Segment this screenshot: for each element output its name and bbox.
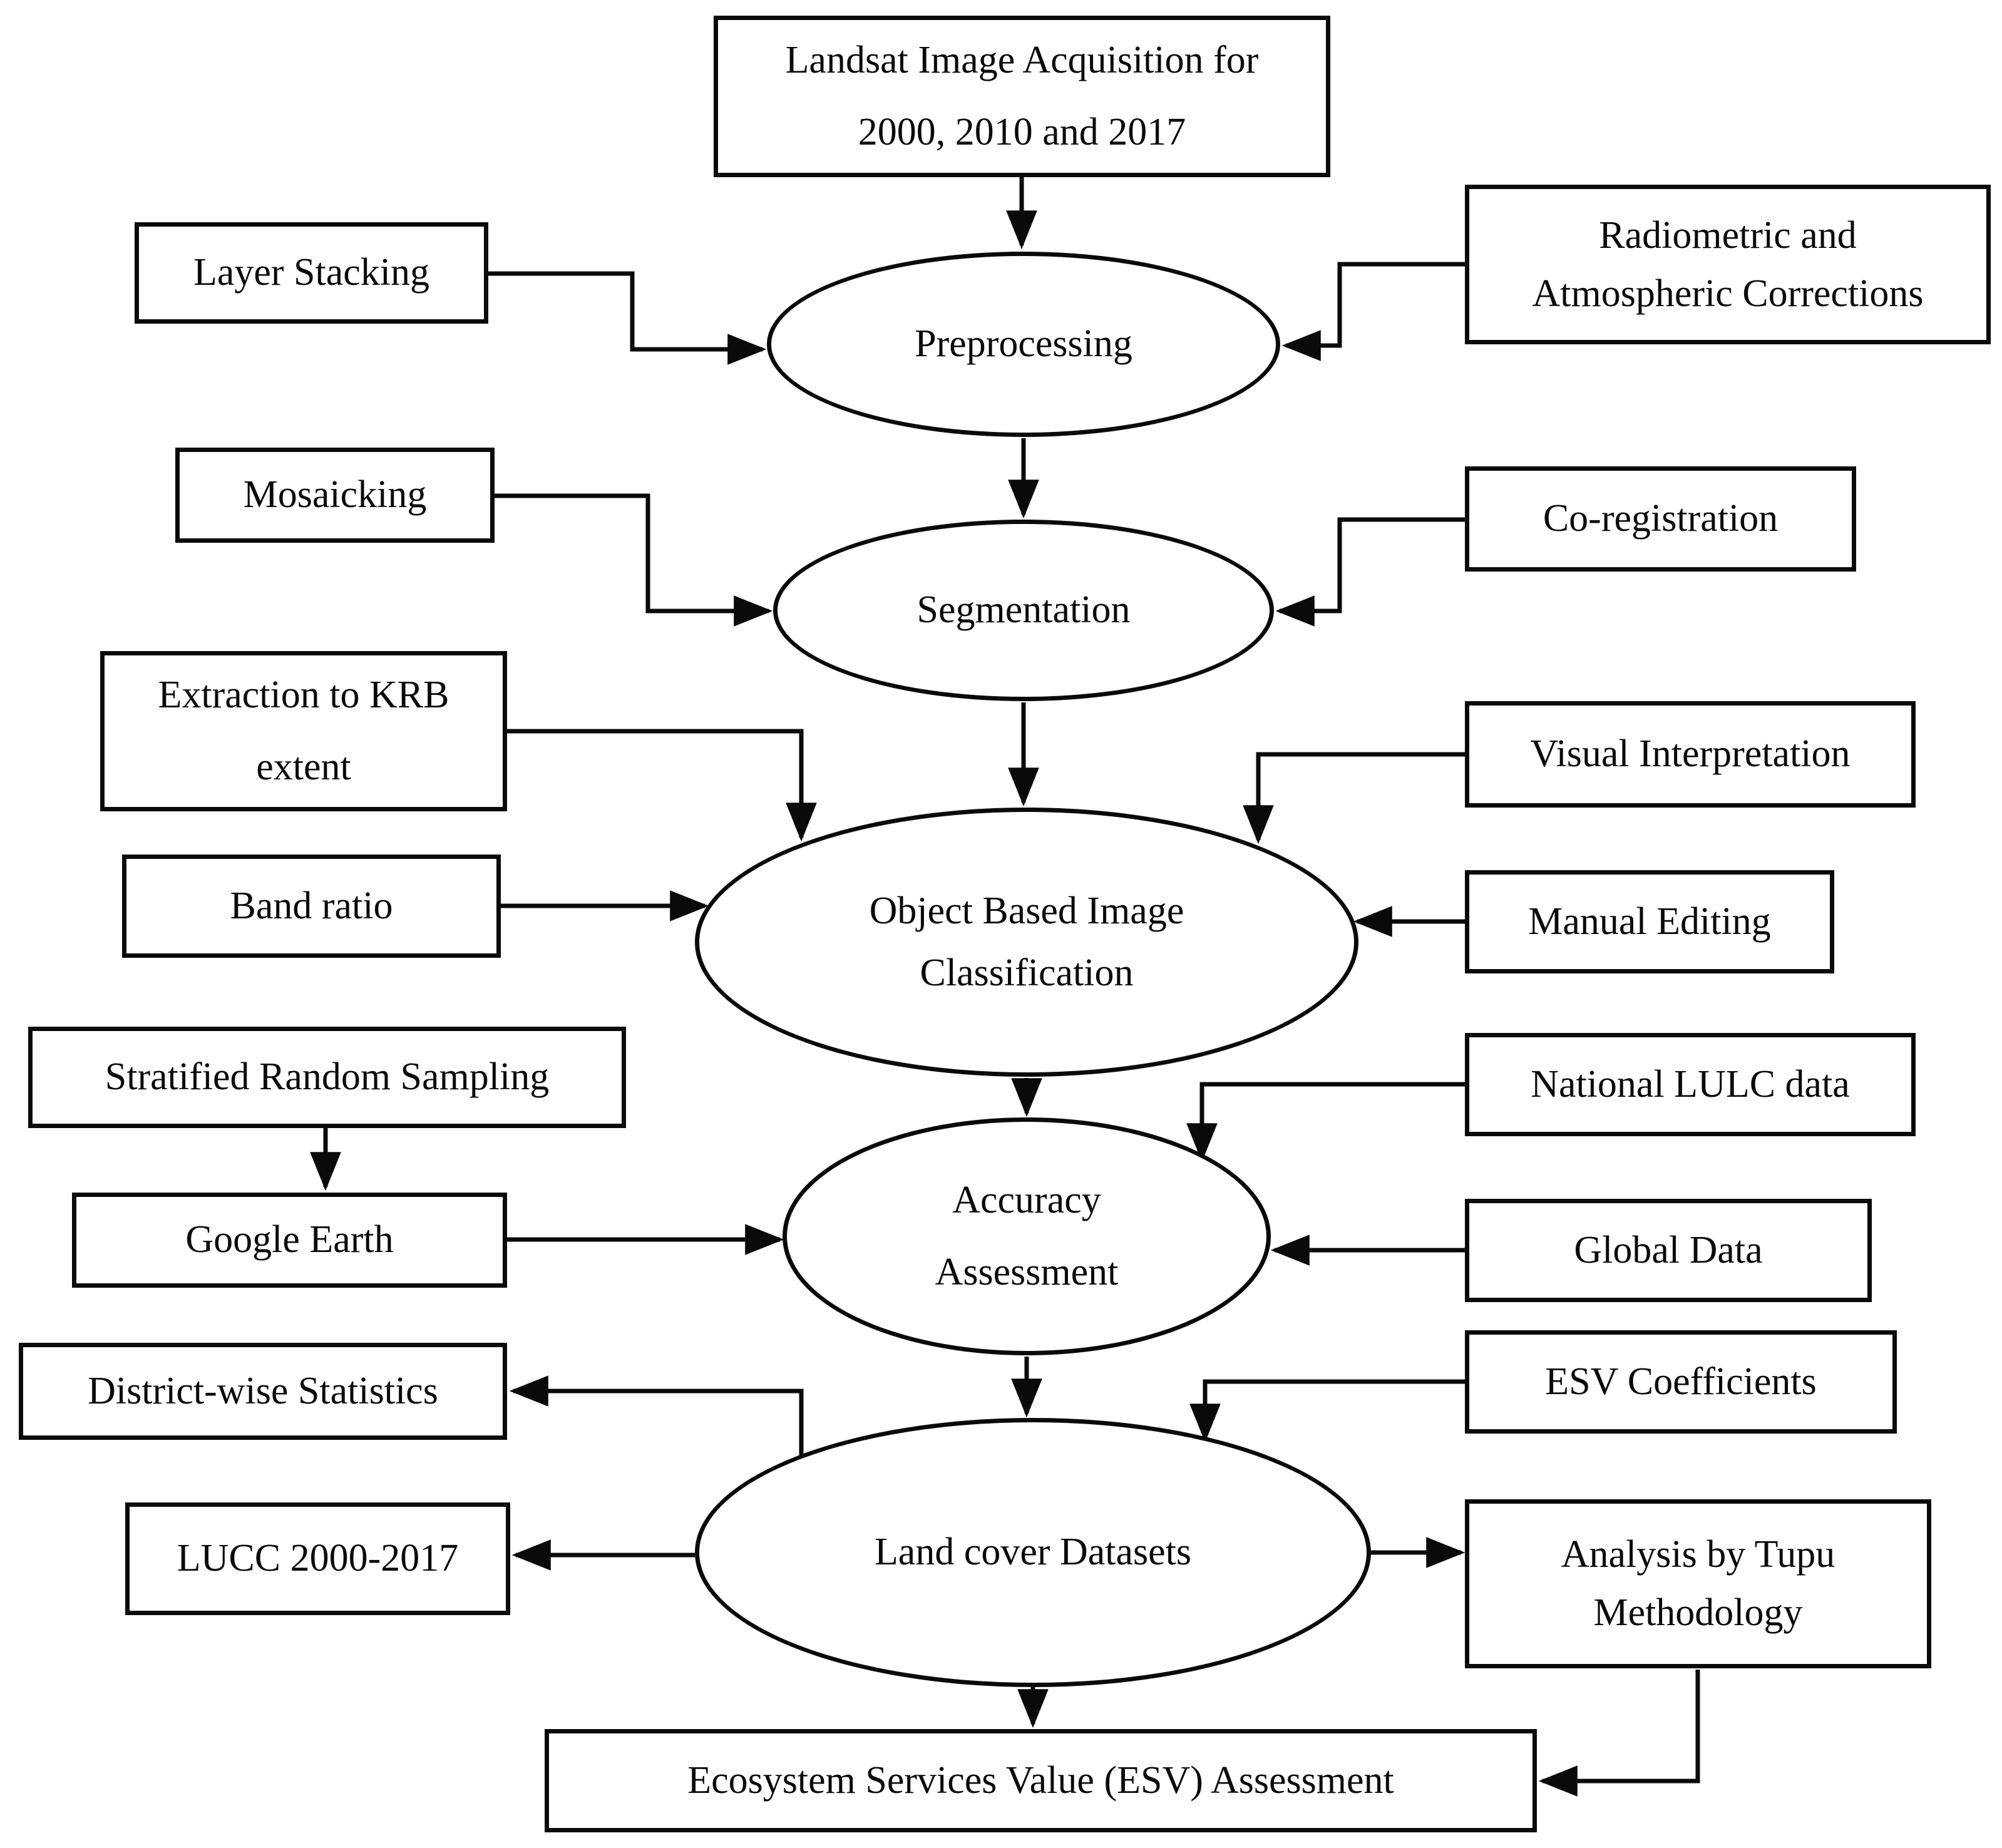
- node-radiometric-atmospheric-corrections: Radiometric and Atmospheric Corrections: [1465, 185, 1991, 344]
- node-label: Landsat Image Acquisition for: [785, 39, 1259, 82]
- edge-landcover-district: [509, 1375, 804, 1455]
- node-global-data: Global Data: [1465, 1199, 1872, 1302]
- node-accuracy-assessment: Accuracy Assessment: [783, 1117, 1271, 1355]
- node-national-lulc-data: National LULC data: [1465, 1033, 1916, 1136]
- node-stratified-random-sampling: Stratified Random Sampling: [28, 1027, 626, 1128]
- node-label: Methodology: [1593, 1591, 1803, 1634]
- node-label: Co-registration: [1543, 497, 1779, 540]
- node-label: Layer Stacking: [193, 251, 430, 294]
- node-label: Preprocessing: [915, 322, 1132, 366]
- node-mosaicking: Mosaicking: [175, 448, 495, 543]
- edge-layerstacking-preprocessing: [488, 271, 767, 365]
- edge-esvcoefficients-landcover: [1189, 1379, 1465, 1443]
- edge-radiometric-preprocessing: [1281, 262, 1465, 361]
- edge-visualinterpretation-obic: [1243, 752, 1465, 844]
- node-co-registration: Co-registration: [1465, 466, 1856, 572]
- node-label: Assessment: [935, 1251, 1119, 1293]
- node-label: Atmospheric Corrections: [1532, 272, 1924, 315]
- node-label: Visual Interpretation: [1530, 732, 1851, 776]
- node-label: Extraction to KRB: [158, 674, 449, 717]
- node-label: ESV Coefficients: [1545, 1360, 1817, 1403]
- node-visual-interpretation: Visual Interpretation: [1465, 701, 1916, 808]
- node-label: Classification: [920, 952, 1134, 994]
- node-label: Band ratio: [230, 884, 393, 927]
- node-label: LUCC 2000-2017: [177, 1537, 459, 1580]
- node-extraction-to-krb-extent: Extraction to KRB extent: [100, 651, 507, 811]
- node-layer-stacking: Layer Stacking: [135, 222, 488, 324]
- node-esv-assessment: Ecosystem Services Value (ESV) Assessmen…: [545, 1729, 1537, 1832]
- node-label: Mosaicking: [243, 473, 427, 516]
- node-label: Global Data: [1574, 1228, 1763, 1271]
- node-landsat-image-acquisition: Landsat Image Acquisition for 2000, 2010…: [714, 16, 1330, 177]
- edge-extraction-obic: [507, 729, 817, 842]
- node-label: extent: [256, 746, 351, 788]
- node-preprocessing: Preprocessing: [767, 252, 1280, 437]
- node-google-earth: Google Earth: [72, 1193, 507, 1288]
- node-district-wise-statistics: District-wise Statistics: [19, 1343, 507, 1440]
- node-label: Google Earth: [185, 1218, 394, 1261]
- node-label: District-wise Statistics: [88, 1369, 438, 1412]
- node-object-based-image-classification: Object Based Image Classification: [695, 808, 1358, 1077]
- node-esv-coefficients: ESV Coefficients: [1465, 1330, 1897, 1434]
- node-lucc-2000-2017: LUCC 2000-2017: [125, 1502, 510, 1615]
- node-analysis-by-tupu-methodology: Analysis by Tupu Methodology: [1465, 1499, 1931, 1668]
- node-label: Ecosystem Services Value (ESV) Assessmen…: [687, 1758, 1394, 1802]
- node-manual-editing: Manual Editing: [1465, 870, 1834, 973]
- edge-nationallulc-accuracy: [1186, 1082, 1465, 1163]
- node-label: Radiometric and: [1599, 213, 1857, 257]
- node-label: Stratified Random Sampling: [105, 1055, 550, 1099]
- node-label: Segmentation: [916, 588, 1131, 632]
- node-label: Manual Editing: [1528, 900, 1771, 943]
- edge-coregistration-segmentation: [1275, 517, 1465, 627]
- node-land-cover-datasets: Land cover Datasets: [695, 1418, 1371, 1687]
- node-label: Land cover Datasets: [874, 1531, 1192, 1574]
- node-label: National LULC data: [1531, 1062, 1850, 1106]
- edge-tupu-esvassessment: [1538, 1670, 1700, 1797]
- node-band-ratio: Band ratio: [122, 855, 501, 958]
- node-label: Accuracy: [952, 1179, 1101, 1222]
- edge-mosaicking-segmentation: [495, 493, 773, 627]
- node-label: Analysis by Tupu: [1561, 1533, 1835, 1576]
- node-label: Object Based Image: [869, 889, 1184, 932]
- node-segmentation: Segmentation: [773, 520, 1274, 701]
- node-label: 2000, 2010 and 2017: [858, 111, 1186, 153]
